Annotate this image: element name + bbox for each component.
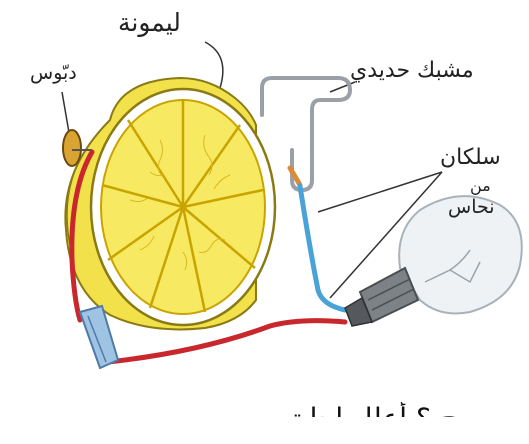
light-bulb (345, 196, 522, 326)
paper-clip-label: مشبك حديدي (350, 58, 474, 83)
pin-head (63, 130, 81, 166)
lemon-leader-line (205, 42, 223, 88)
bulb-base (345, 268, 418, 326)
lemon-label: ليمونة (118, 8, 181, 37)
wires-label-line2: من (470, 176, 491, 195)
blue-wire (300, 186, 345, 310)
pin-label: دبّوس (30, 62, 77, 84)
wires-label-line3: نحاس (448, 196, 495, 218)
wires-label-line1: سلكان (440, 145, 501, 170)
lemon (65, 78, 275, 329)
paper-clip-wire (262, 78, 350, 190)
paper-clip (262, 78, 350, 190)
